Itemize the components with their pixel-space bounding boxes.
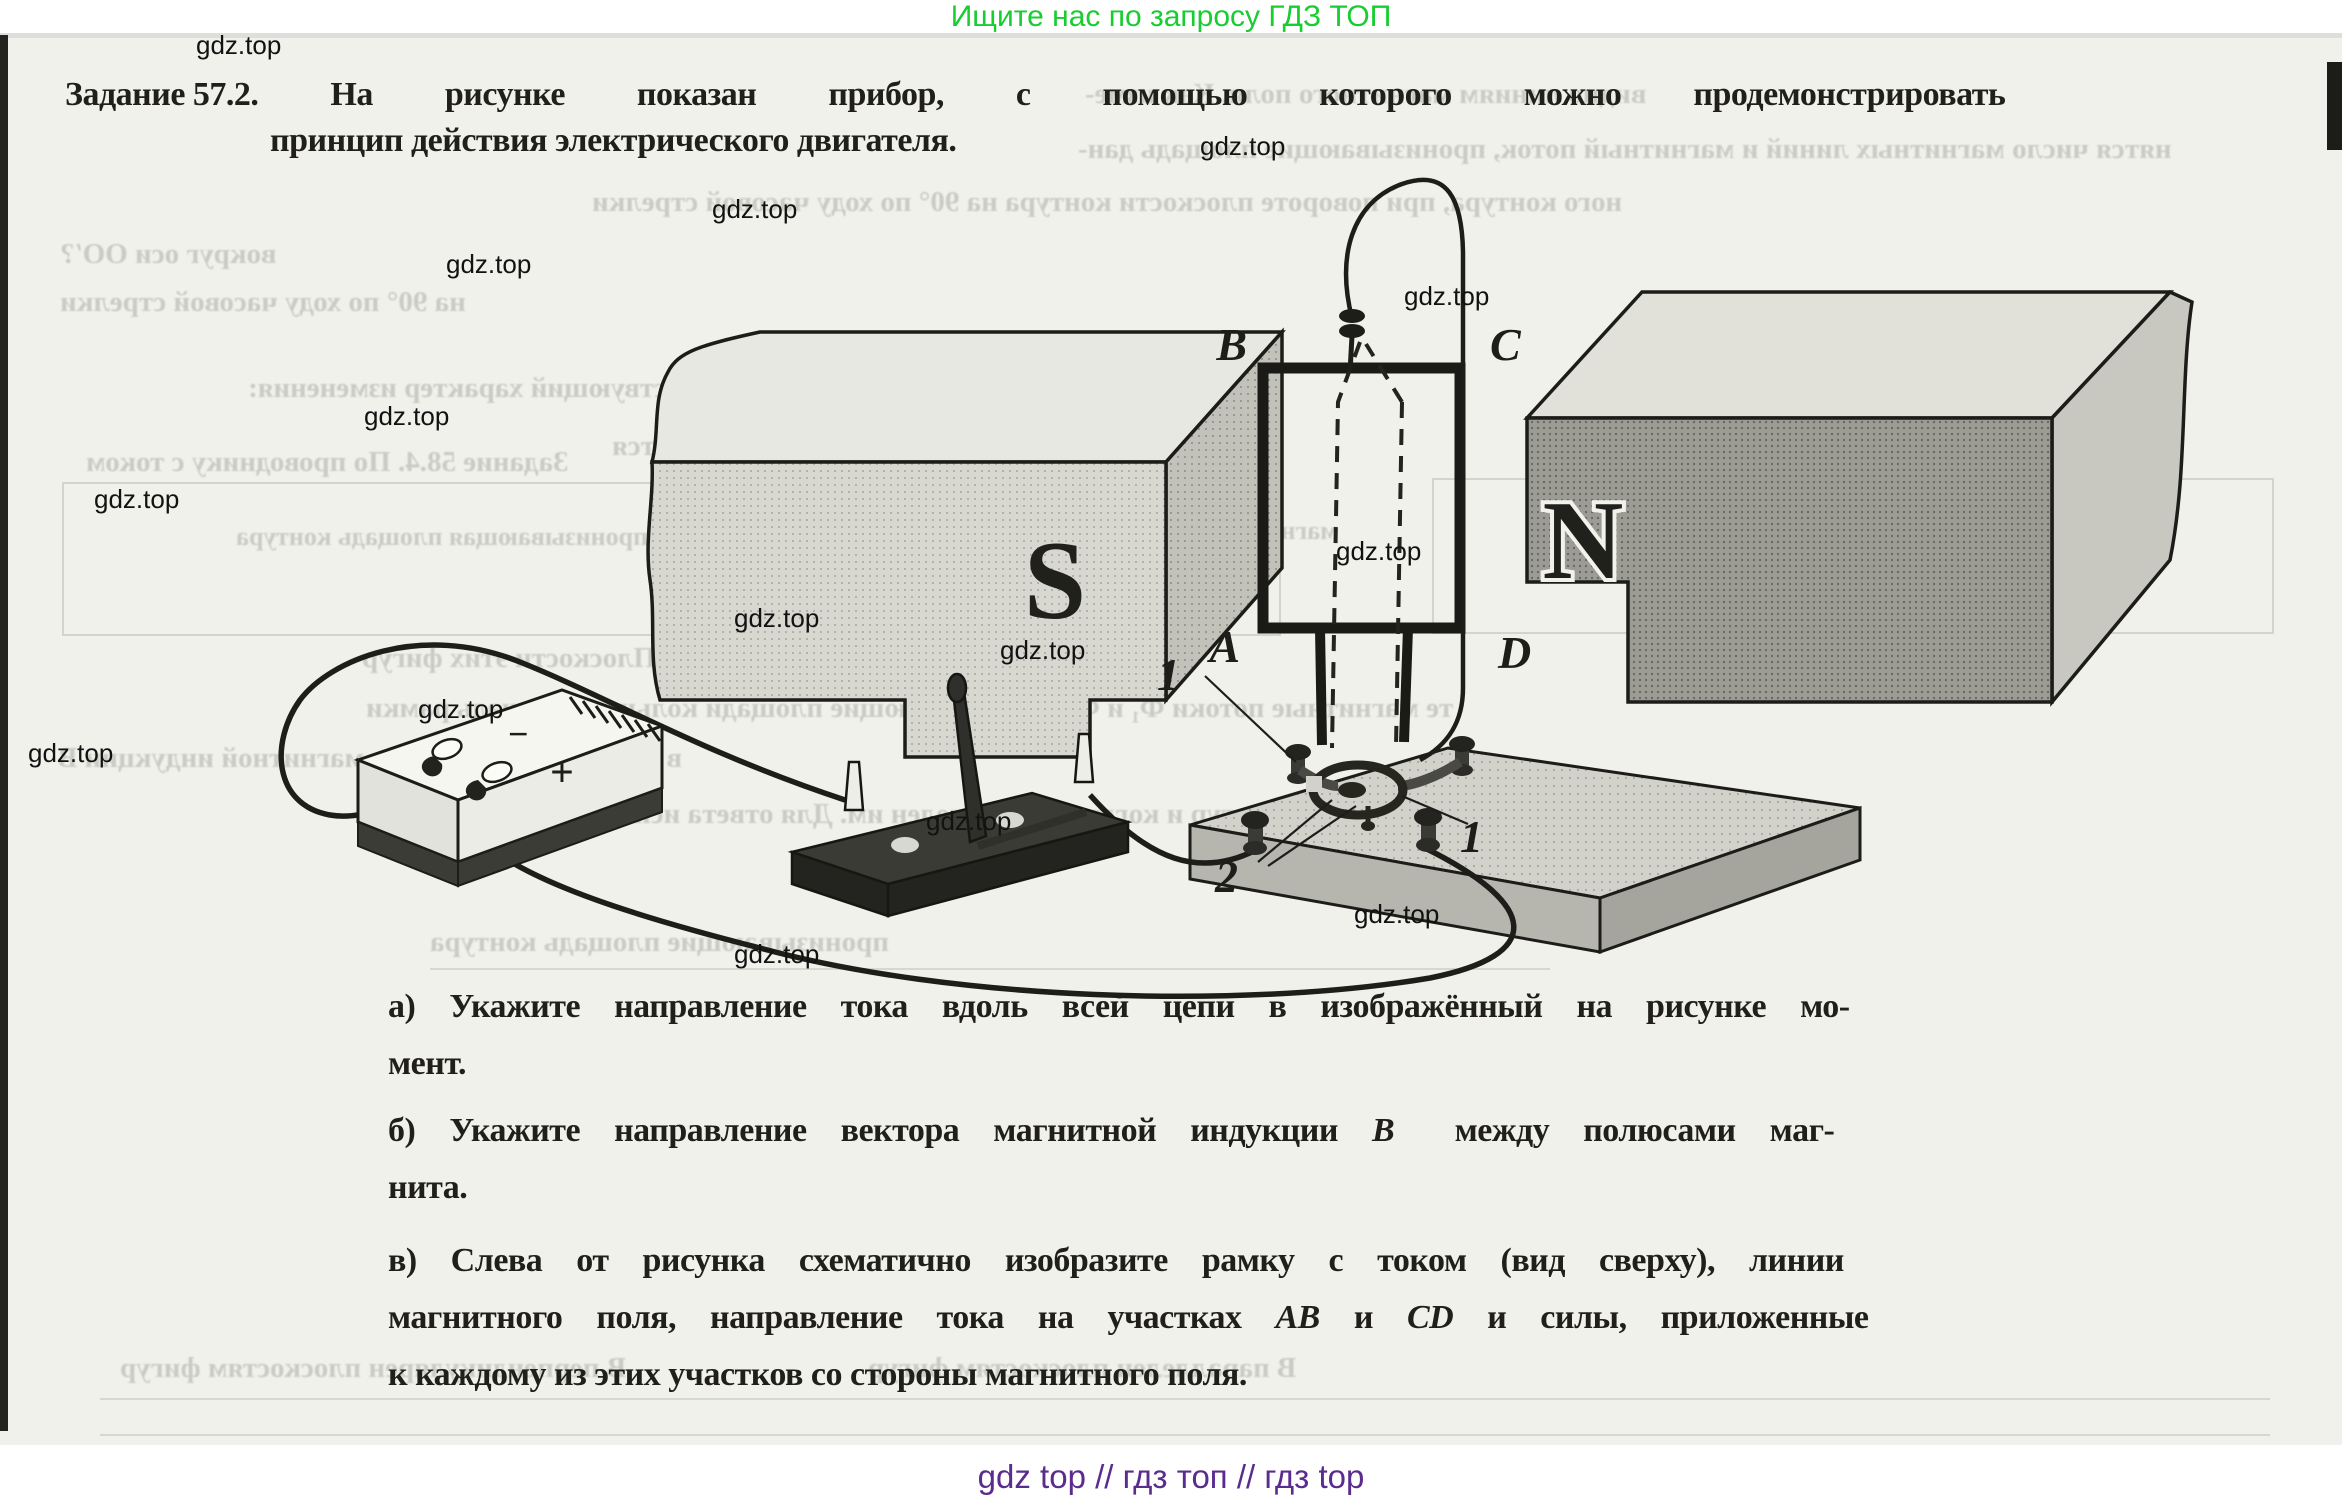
frame-lead-right [1399,627,1413,743]
battery-terminal-pad-1 [431,737,463,761]
s-magnet-front-face [646,460,1168,759]
scan-top-edge [0,33,2342,38]
figure-labels: B C A D 1 1 2 [1157,319,1531,902]
battery-clip-1 [421,756,443,777]
label-corner-b: B [1215,319,1247,370]
battery-vent-grille [568,696,662,742]
paper-background [0,33,2342,1445]
n-magnet-side-face [2050,289,2194,707]
watermark-text: gdz.top [364,401,450,431]
watermark-text: gdz.top [1336,536,1422,566]
ghost-rule-2 [100,1398,2270,1400]
watermark-text: gdz.top [1354,899,1440,929]
ghost-rule-3 [100,1434,2270,1436]
section-a: а) Укажите направление тока вдоль всей ц… [388,978,1850,1092]
label-corner-a: A [1206,621,1240,672]
battery-bottom-band [357,786,663,888]
scan-left-border [0,35,8,1431]
task-text-line: магнитного поля, направление тока на уча… [388,1299,1869,1336]
switch-hole-1 [891,837,919,853]
s-pole-letter: S [1024,519,1086,643]
task-line-2: принцип действия электрического двигател… [270,122,957,159]
switch-base-front [790,820,1130,918]
label-terminal-1b: 1 [1460,811,1483,862]
scan-right-smudge [2327,62,2342,150]
ghost-rule-1 [430,968,1550,970]
section-v: в) Слева от рисунка схематично изобразит… [388,1232,1869,1403]
watermark-text: gdz.top [94,484,180,514]
wire-base-to-battery [506,845,1517,1000]
n-magnet-front-face [1525,416,2054,704]
watermark-text: gdz.top [196,30,282,60]
watermark-text: gdz.top [734,939,820,969]
task-text-line: б) Укажите направление вектора магнитной… [388,1112,1835,1149]
task-text-line: мент. [388,1045,466,1082]
label-corner-c: C [1490,319,1522,370]
label-brushes-2: 2 [1214,851,1238,902]
task-text-line: в) Слева от рисунка схематично изобразит… [388,1242,1844,1279]
binding-post [1449,736,1475,776]
top-banner: Ищите нас по запросу ГДЗ ТОП [950,0,1392,33]
base-front-right-face [1598,805,1862,955]
task-text-line: нита. [388,1169,468,1206]
watermark-text: gdz.top [1404,281,1490,311]
watermark-text: gdz.top [28,738,114,768]
task-paragraph: Задание 57.2. На рисунке показан прибор,… [65,72,2025,164]
battery-terminal-pad-2 [481,760,513,784]
watermark-text: gdz.top [926,806,1012,836]
frame-lead-left [1315,627,1327,746]
battery-clip-2 [465,780,487,801]
suspension-wire [1339,177,1466,762]
watermark-text: gdz.top [1200,131,1286,161]
switch-handle-knob [946,672,968,704]
binding-post [1414,808,1442,852]
switch-post-left [843,760,865,812]
task-number-label: Задание 57.2. [65,76,259,113]
task-text-line: к каждому из этих участков со стороны ма… [388,1356,1247,1393]
leader-lines [1204,675,1469,867]
watermark-text: gdz.top [418,694,504,724]
switch-post-right [1073,732,1095,784]
label-terminal-1a: 1 [1157,649,1180,700]
watermark-text: gdz.top [1000,635,1086,665]
s-magnet-top-face [649,330,1286,464]
battery: − + [353,688,667,888]
switch-hole-2 [996,812,1024,828]
binding-post [1241,811,1269,855]
switch-contact-bar [976,808,1088,850]
section-b: б) Укажите направление вектора магнитной… [388,1102,1835,1216]
rotating-frame [1257,341,1466,749]
battery-minus-sign: − [508,714,529,754]
wire-bobbin [1339,309,1365,323]
switch-key [787,672,1133,918]
footer-text: gdz top // гдз топ // гдз top [977,1458,1365,1495]
n-pole-letter: N [1543,479,1624,603]
watermark-text: gdz.top [712,194,798,224]
frame-dashed-position [1330,341,1404,749]
watermark-text: gdz.top [734,603,820,633]
label-corner-d: D [1497,627,1531,678]
commutator [1297,757,1463,831]
brush-left [1297,765,1339,791]
watermark-text: gdz.top [446,249,532,279]
n-magnet: N [1523,289,2194,707]
task-line-1: На рисунке показан прибор, с помощью кот… [330,76,2006,113]
s-magnet: S [646,327,1286,759]
battery-plus-sign: + [550,750,574,796]
